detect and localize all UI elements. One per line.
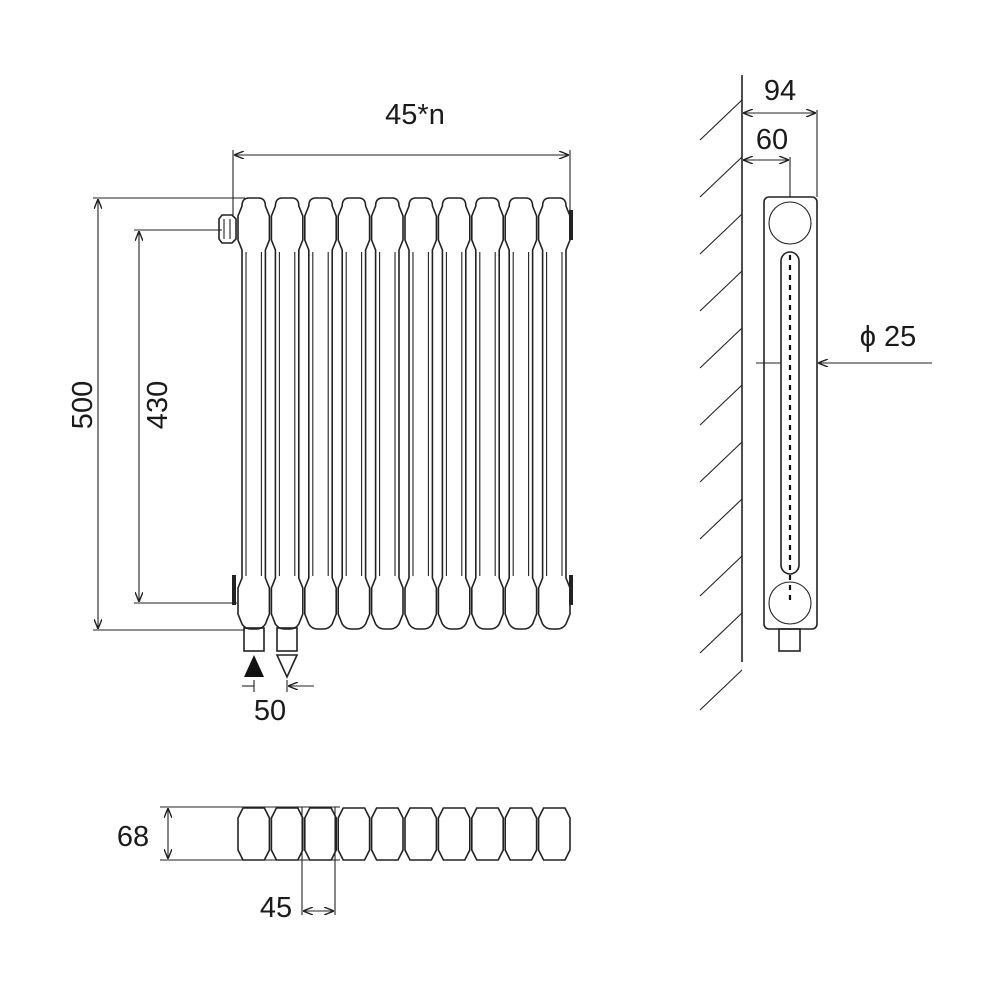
dimension-wall-axis-label: 60 [756, 124, 788, 156]
dimension-pipe-label: ϕ 25 [860, 321, 917, 353]
side-view [763, 196, 818, 652]
wall-hatch-line [699, 213, 743, 255]
end-plug [569, 210, 573, 240]
dimension-pipe: ϕ 25 [756, 321, 932, 363]
top-view [237, 807, 571, 861]
dimension-height-axis-label: 430 [142, 381, 174, 429]
wall-hatch-line [699, 555, 743, 597]
radiator-section [437, 197, 471, 630]
radiator-section [237, 197, 271, 630]
wall-hatch-line [699, 498, 743, 540]
radiator-section-top [304, 807, 337, 861]
wall-hatch-line [699, 384, 743, 426]
dimension-depth: 68 [117, 806, 340, 861]
wall-hatch-line [699, 156, 743, 198]
front-view [232, 197, 573, 630]
dimension-width: 45*n [232, 99, 571, 215]
radiator-section-top [471, 807, 504, 861]
wall-hatch-line [699, 270, 743, 312]
dimension-depth-label: 68 [117, 821, 149, 853]
dimension-height-total: 500 [67, 197, 245, 631]
radiator-section-top [270, 807, 304, 861]
radiator-section [504, 197, 538, 630]
radiator-section-top [237, 807, 271, 861]
dimension-connection-label: 50 [254, 695, 286, 727]
dimension-section: 45 [260, 807, 336, 924]
end-plug [569, 575, 573, 605]
radiator-section [471, 197, 504, 630]
wall-hatch-line [699, 99, 743, 141]
radiator-section [270, 197, 304, 630]
radiator-section [370, 197, 404, 630]
wall-hatch-line [699, 612, 743, 654]
wall-hatch-line [699, 327, 743, 369]
radiator-section-top [404, 807, 438, 861]
dimension-connection: 50 [242, 680, 314, 727]
wall-hatch-line [699, 669, 743, 711]
end-plug [232, 575, 236, 605]
wall-hatch-line [699, 441, 743, 483]
radiator-section-top [337, 807, 371, 861]
radiator-section [337, 197, 371, 630]
dimension-section-label: 45 [260, 892, 292, 924]
radiator-section-top [504, 807, 538, 861]
dimension-wall-total-label: 94 [764, 75, 796, 107]
inlet-pipe [243, 627, 265, 652]
flow-in-arrow-icon [244, 655, 264, 677]
radiator-section-top [437, 807, 471, 861]
outlet-pipe [276, 627, 298, 652]
radiator-section-top [537, 807, 571, 861]
dimension-height-total-label: 500 [67, 381, 99, 429]
flow-out-arrow-icon [275, 654, 299, 679]
radiator-section [404, 197, 438, 630]
dimension-wall-axis: 60 [744, 124, 791, 197]
radiator-section-top [370, 807, 404, 861]
wall [699, 75, 743, 711]
radiator-section [304, 197, 337, 630]
radiator-section [537, 197, 571, 630]
dimension-width-label: 45*n [385, 99, 445, 131]
valve-icon [218, 214, 237, 244]
dimension-wall-total: 94 [744, 75, 818, 197]
dimension-height-axis: 430 [134, 229, 237, 604]
